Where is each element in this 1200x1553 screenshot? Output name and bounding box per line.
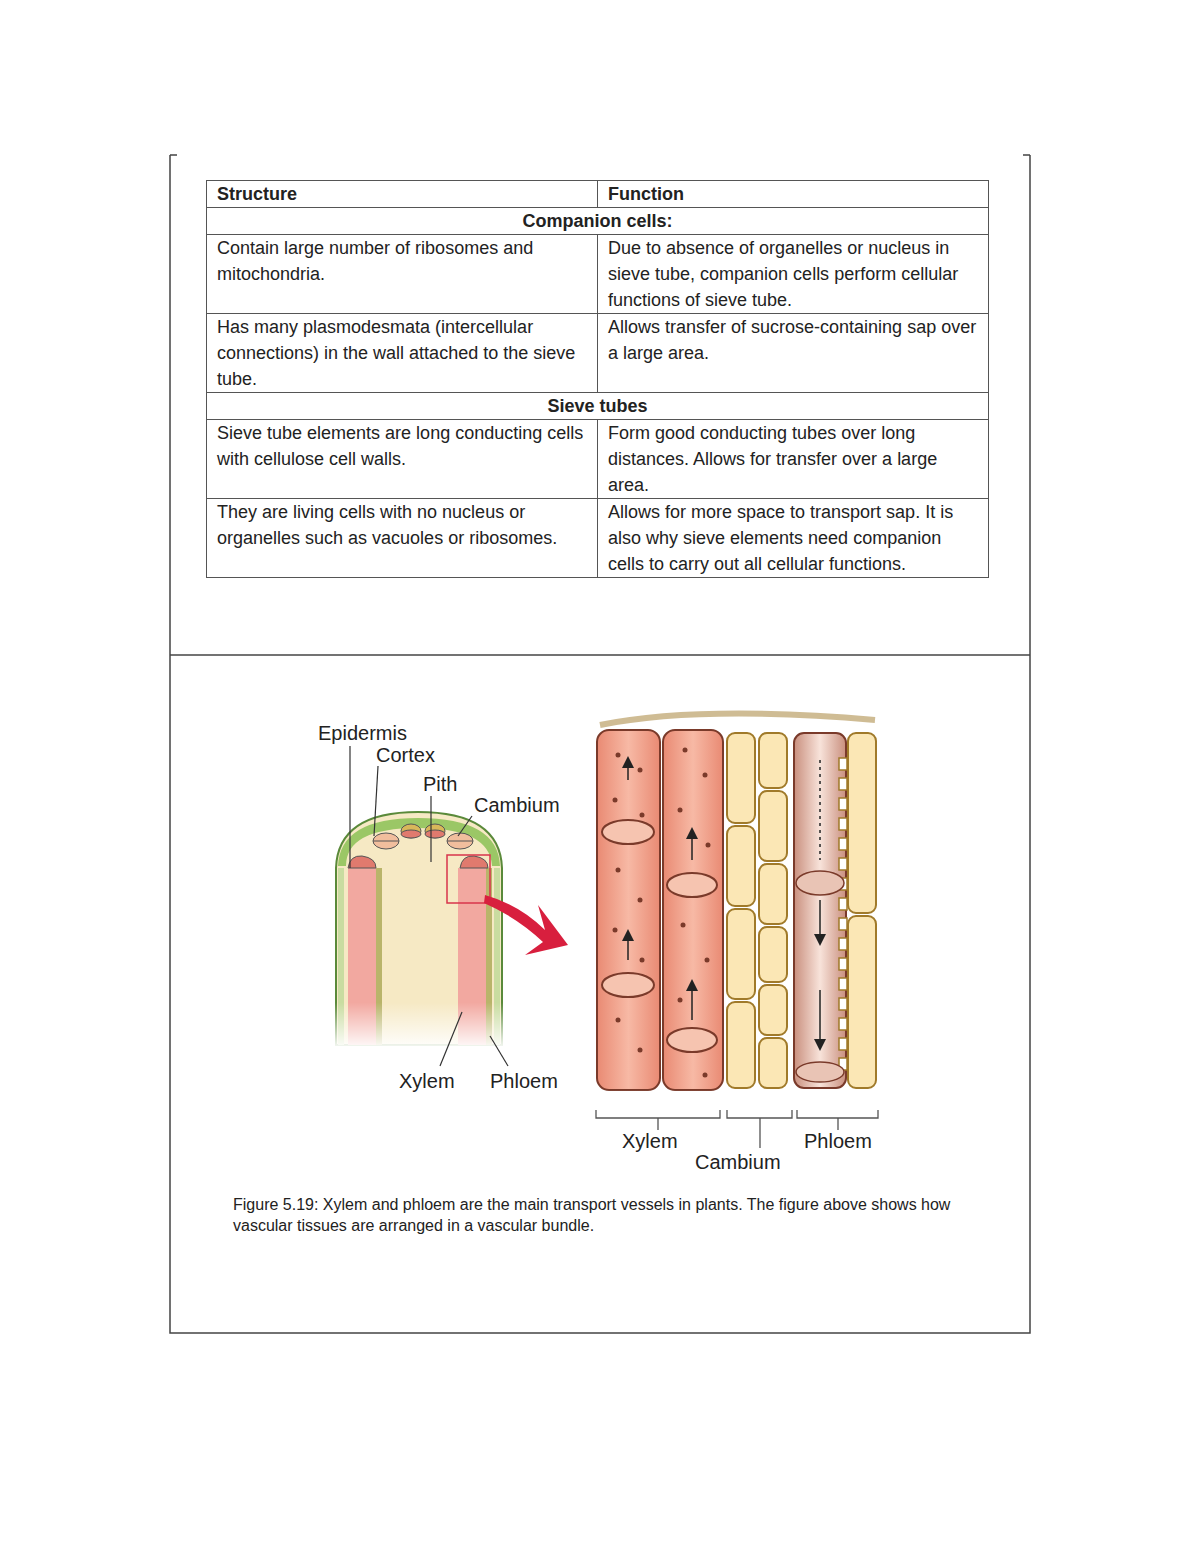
table-cell-box: Sieve tubes: [207, 393, 989, 420]
stem-drawing: [334, 812, 568, 1050]
figure-caption: Figure 5.19: Xylem and phloem are the ma…: [233, 1194, 993, 1236]
table-cell-box: Sieve tube elements are long conducting …: [207, 420, 598, 499]
table-cell: Contain large number of ribosomes and mi…: [217, 238, 533, 284]
part-label: Epidermis: [318, 722, 407, 744]
part-label: Pith: [423, 773, 457, 795]
part-label: Xylem: [622, 1130, 678, 1152]
table-cell: Due to absence of organelles or nucleus …: [608, 238, 958, 310]
table-cell-box: Companion cells:: [207, 208, 989, 235]
part-label: Phloem: [490, 1070, 558, 1092]
table-cell-box: Contain large number of ribosomes and mi…: [207, 235, 598, 314]
page-frame: [170, 155, 1030, 1333]
table-heading: Function: [608, 184, 684, 204]
table-cell-box: Structure: [207, 181, 598, 208]
table-cell: They are living cells with no nucleus or…: [217, 502, 557, 548]
table-cell: Has many plasmodesmata (intercellular co…: [217, 317, 575, 389]
table-cell-box: Allows for more space to transport sap. …: [598, 499, 989, 578]
bundle-detail: [590, 714, 885, 1100]
table-cell-box: Due to absence of organelles or nucleus …: [598, 235, 989, 314]
table-cell: Allows transfer of sucrose-containing sa…: [608, 317, 976, 363]
table-cell-box: Has many plasmodesmata (intercellular co…: [207, 314, 598, 393]
table-cell: Allows for more space to transport sap. …: [608, 502, 953, 574]
table-heading: Companion cells:: [522, 211, 672, 231]
structure-function-table: Structure FunctionCompanion cells: Contain…: [206, 180, 989, 578]
flow-arrows: [628, 760, 820, 1045]
part-label: Cambium: [695, 1151, 781, 1173]
table-cell: Sieve tube elements are long conducting …: [217, 423, 583, 469]
table-heading: Sieve tubes: [547, 396, 647, 416]
table-cell-box: Form good conducting tubes over long dis…: [598, 420, 989, 499]
table-cell-box: They are living cells with no nucleus or…: [207, 499, 598, 578]
part-label: Xylem: [399, 1070, 455, 1092]
part-label: Cortex: [376, 744, 435, 766]
table-heading: Structure: [217, 184, 297, 204]
table-cell: Form good conducting tubes over long dis…: [608, 423, 937, 495]
table-cell-box: Function: [598, 181, 989, 208]
table-cell-box: Allows transfer of sucrose-containing sa…: [598, 314, 989, 393]
part-label: Phloem: [804, 1130, 872, 1152]
part-label: Cambium: [474, 794, 560, 816]
